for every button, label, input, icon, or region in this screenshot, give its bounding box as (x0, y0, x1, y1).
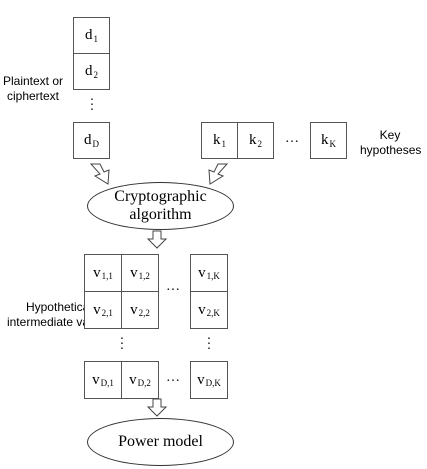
cell-base: d (84, 132, 92, 148)
cell-base: v (93, 264, 101, 281)
cell-sub: 1 (93, 33, 99, 44)
key-hypotheses-label: Key hypotheses (360, 128, 422, 157)
cell-base: v (92, 371, 100, 388)
crypto-label-line1: Cryptographic (114, 188, 207, 205)
cell-sub: K (329, 138, 337, 149)
cell-sub: 1,2 (138, 271, 150, 281)
cell-sub: 2,1 (101, 308, 113, 318)
cell-sub: D,K (205, 378, 221, 388)
cell-sub: 2,K (206, 308, 220, 318)
values-row1-ellipsis: … (166, 279, 180, 294)
valuesD-ellipsis: … (166, 370, 180, 385)
arrow-keys-to-algorithm (208, 163, 229, 185)
cell-sub: D,1 (100, 378, 114, 388)
crypto-label: Cryptographic algorithm (114, 188, 206, 224)
cell-sub: D (92, 138, 100, 149)
cell-sub: 2 (257, 138, 263, 149)
cell-base: v (93, 301, 101, 318)
crypto-label-line2: algorithm (129, 206, 192, 223)
arrow-algorithm-to-values (146, 230, 168, 249)
key-row-ellipsis: … (285, 131, 299, 146)
valuesK-vertical-ellipsis: ··· (206, 332, 212, 357)
cell-sub: 1,K (206, 271, 220, 281)
cell-base: d (85, 27, 93, 43)
values-col1-vertical-ellipsis: ··· (119, 332, 125, 357)
cell-base: v (198, 264, 206, 281)
cell-base: d (85, 63, 93, 79)
power-model-ellipse: Power model (87, 418, 234, 466)
cell-sub: 2 (93, 69, 99, 80)
arrow-data-to-algorithm (89, 163, 110, 185)
cell-base: v (198, 301, 206, 318)
data-column-vertical-ellipsis: ··· (89, 93, 95, 118)
cryptographic-algorithm-ellipse: Cryptographic algorithm (87, 182, 234, 230)
cell-base: v (129, 371, 137, 388)
power-model-label: Power model (118, 433, 203, 450)
cell-base: v (130, 264, 138, 281)
arrow-values-to-power-model (146, 398, 168, 417)
cell-sub: 1,1 (101, 271, 113, 281)
cell-base: v (197, 371, 205, 388)
plaintext-label: Plaintext or ciphertext (2, 74, 64, 103)
cell-sub: 1 (221, 138, 227, 149)
cell-base: v (130, 301, 138, 318)
cell-sub: D,2 (137, 378, 151, 388)
cell-sub: 2,2 (138, 308, 150, 318)
cell-base: k (321, 132, 329, 148)
cell-base: k (249, 132, 257, 148)
cell-base: k (213, 132, 221, 148)
